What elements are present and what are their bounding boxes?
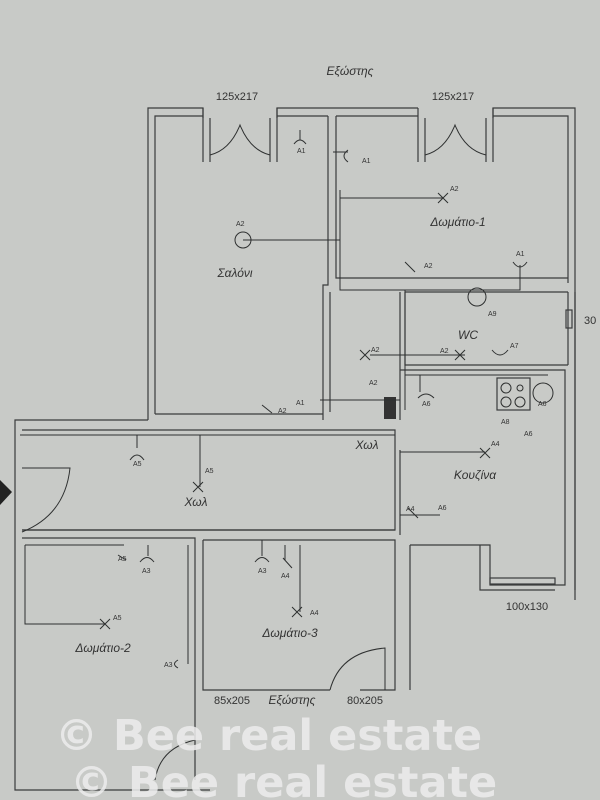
symbol-label: A2 bbox=[424, 263, 433, 270]
entrance-marker-icon bbox=[0, 480, 12, 505]
door-dimension: 85x205 bbox=[214, 695, 250, 707]
room-label-room3: Δωμάτιο-3 bbox=[261, 626, 318, 640]
symbol-label: A5 bbox=[118, 556, 127, 563]
symbol-label: A5 bbox=[133, 461, 142, 468]
symbol-label: A3 bbox=[164, 662, 173, 669]
symbol-label: A6 bbox=[422, 401, 431, 408]
symbol-label: A4 bbox=[406, 506, 415, 513]
symbol-label: A6 bbox=[538, 401, 547, 408]
room-label-hall: Χωλ bbox=[183, 495, 207, 509]
room-label-hall-small: Χωλ bbox=[354, 438, 378, 452]
symbol-label: A3 bbox=[258, 568, 267, 575]
symbol-label: A2 bbox=[369, 380, 378, 387]
symbol-label: A1 bbox=[362, 158, 371, 165]
wiring bbox=[20, 130, 548, 669]
symbol-label: A6 bbox=[524, 431, 533, 438]
door-dimension: 80x205 bbox=[347, 695, 383, 707]
symbol-label: A1 bbox=[297, 148, 306, 155]
symbol-label: A3 bbox=[142, 568, 151, 575]
room-label-room2: Δωμάτιο-2 bbox=[74, 641, 131, 655]
symbol-label: A2 bbox=[371, 347, 380, 354]
symbol-label: A7 bbox=[510, 343, 519, 350]
symbol-label: A5 bbox=[113, 615, 122, 622]
symbol-label: A6 bbox=[438, 505, 447, 512]
symbol-label: A5 bbox=[205, 468, 214, 475]
symbol-label: A4 bbox=[281, 573, 290, 580]
room-label-living: Σαλόνι bbox=[216, 266, 252, 280]
room-label-kitchen: Κουζίνα bbox=[454, 468, 497, 482]
symbol-label: A2 bbox=[450, 186, 459, 193]
symbol-label: A4 bbox=[310, 610, 319, 617]
symbol-label: A8 bbox=[501, 419, 510, 426]
symbol-labels: A1 A1 A2 A2 A2 A1 A9 A2 A2 A7 A2 A6 A8 A… bbox=[113, 148, 547, 669]
room-labels: Εξώστης 125x217 125x217 Δωμάτιο-1 Σαλόνι… bbox=[74, 64, 596, 707]
symbol-label: A4 bbox=[491, 441, 500, 448]
room-label-room1: Δωμάτιο-1 bbox=[429, 215, 485, 229]
symbol-label: A9 bbox=[488, 311, 497, 318]
watermark: © Bee real estate © Bee real estate bbox=[55, 711, 497, 800]
balcony-label: Εξώστης bbox=[327, 64, 374, 78]
symbol-label: A1 bbox=[296, 400, 305, 407]
balcony-label: Εξώστης bbox=[269, 693, 316, 707]
symbol-label: A2 bbox=[236, 221, 245, 228]
watermark-text: © Bee real estate bbox=[70, 758, 497, 800]
watermark-text: © Bee real estate bbox=[55, 711, 482, 761]
door-dimension: 125x217 bbox=[216, 91, 258, 103]
room-label-wc: WC bbox=[458, 328, 478, 342]
symbol-label: A2 bbox=[278, 408, 287, 415]
door-dimension: 125x217 bbox=[432, 91, 474, 103]
window-dimension: 100x130 bbox=[506, 601, 548, 613]
distribution-panel-icon bbox=[384, 397, 396, 419]
symbol-label: A1 bbox=[516, 251, 525, 258]
window-dimension: 30 bbox=[584, 315, 596, 327]
symbol-label: A2 bbox=[440, 348, 449, 355]
walls bbox=[0, 107, 576, 791]
